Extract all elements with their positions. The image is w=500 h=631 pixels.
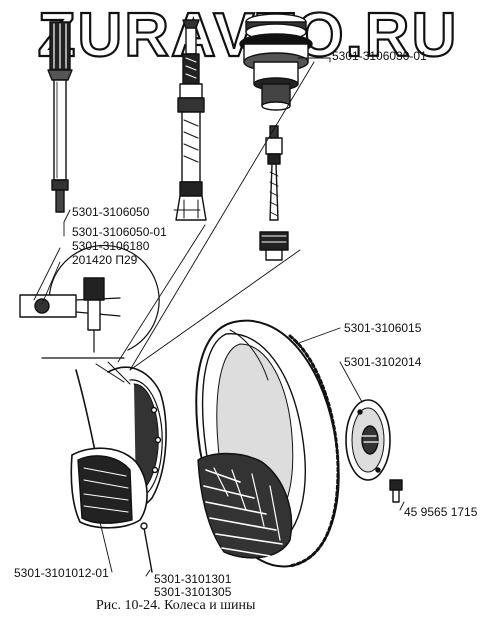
label-rim-pin: 5301-3101301: [154, 572, 232, 586]
label-valve-cap-assembly: 5301-3106030-01: [332, 49, 427, 63]
valve-detail-zoom: [19, 244, 160, 359]
label-valve-rod-variant: 5301-3106050-01: [72, 225, 167, 239]
wheel-rim-illustration: [70, 361, 167, 529]
tire-illustration: [195, 319, 340, 568]
label-wheel-cap: 5301-3102014: [344, 355, 422, 369]
figure-caption: Рис. 10-24. Колеса и шины: [96, 598, 256, 613]
valve-cap-illustration: [239, 13, 313, 261]
label-valve-nut: 201420 П29: [72, 253, 138, 267]
label-valve-rod: 5301-3106050: [72, 205, 150, 219]
wheel-bolt-illustration: [389, 479, 403, 503]
valve-rod-illustration: [47, 21, 73, 213]
label-valve-extension: 5301-3106180: [72, 239, 150, 253]
wheel-cap-illustration: [345, 399, 391, 481]
label-tire: 5301-3106015: [344, 321, 422, 335]
leader-lines: [33, 57, 405, 577]
valve-body-illustration: [175, 19, 207, 221]
rim-pin-illustration: [140, 522, 153, 573]
label-rim-pin-alt: 5301-3101305: [154, 585, 232, 599]
label-wheel-bolt: 45 9565 1715: [404, 505, 478, 519]
label-wheel-rim: 5301-3101012-01: [14, 566, 109, 580]
